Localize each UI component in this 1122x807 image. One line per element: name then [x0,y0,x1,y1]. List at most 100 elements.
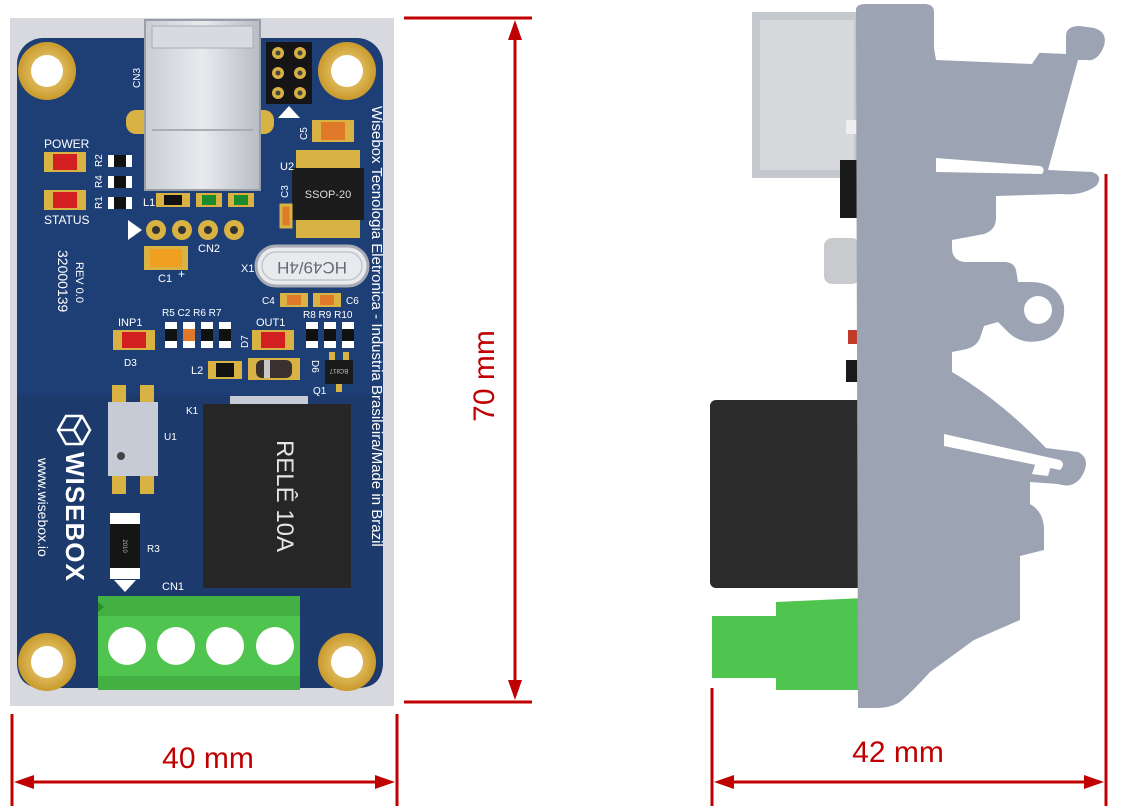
label-l1: L1 [143,197,155,209]
pin1-marker-icon [278,106,300,118]
revision-label: REV 0.0 [73,262,85,303]
label-r3: R3 [147,544,160,555]
relay-text: RELÊ 10A [271,440,298,552]
label-d7: D7 [240,335,251,348]
brand-name: WISEBOX [60,452,90,582]
arrow-left-icon [14,775,34,789]
smd-component [228,193,254,207]
width-dimension-label: 40 mm [162,742,254,775]
capacitor-c4 [280,293,308,307]
arrow-right-icon [375,775,395,789]
resistor-r4 [108,176,132,188]
label-c3: C3 [280,185,291,198]
label-c5: C5 [299,127,310,140]
capacitor-c6 [313,293,341,307]
capacitor-c5 [312,120,354,142]
label-inp1: INP1 [118,317,142,329]
optocoupler-u1 [108,385,158,494]
din-rail-cutout [944,434,1063,470]
led-status [44,190,86,210]
label-r1: R1 [94,196,105,209]
label-power: POWER [44,137,90,151]
label-l2: L2 [191,365,203,377]
pin-header [266,42,312,104]
label-u2: U2 [280,161,294,173]
relay-side [710,400,866,588]
transistor-side [846,360,860,382]
resistor-r2 [108,155,132,167]
label-r5-r7: R5 C2 R6 R7 [162,308,222,319]
side-dimensions: 42 mm [710,174,1108,806]
label-x1: X1 [241,263,254,275]
crystal-x1 [254,244,370,288]
front-dimensions: 70 mm 40 mm [10,16,532,806]
website-url: www.wisebox.io [35,457,51,557]
ic-u2 [292,150,364,238]
capacitor-c1 [144,246,188,270]
r3-code: 2010 [121,539,127,553]
terminal-block-side [712,598,864,690]
label-r4: R4 [94,175,105,188]
resistor-array-r5-r7 [165,322,231,348]
label-r2: R2 [94,154,105,167]
label-c4: C4 [262,296,275,307]
label-u1: U1 [164,432,177,443]
rj45-side-face [760,20,854,170]
label-cn3: CN3 [132,68,143,88]
height-dimension-label: 70 mm [468,330,501,422]
mounting-hole [18,42,76,100]
din-rail-cutout [936,158,1044,174]
mounting-hole [318,633,376,691]
label-c1: C1 [158,273,172,285]
arrow-right-icon [1084,775,1104,789]
wisebox-logo-icon [56,414,92,446]
diode-d6 [248,358,300,380]
arrow-up-icon [508,20,522,40]
din-rail-hole [1024,296,1052,324]
crystal-side [824,238,860,284]
crystal-text: HC49/4H [277,258,347,277]
label-k1: K1 [186,406,199,417]
label-cn2: CN2 [198,243,220,255]
resistor-r1 [108,197,132,209]
led-side [848,330,858,344]
capacitor-c3 [279,203,293,229]
q1-code: BC817 [329,367,348,373]
label-plus: + [178,267,185,281]
arrow-left-icon [714,775,734,789]
label-r8-r10: R8 R9 R10 [303,310,353,321]
inductor-l2 [208,361,242,379]
ic-u2-text: SSOP-20 [305,189,351,201]
smd-component [196,193,222,207]
din-rail-cutout [1032,462,1052,476]
transistor-q1 [325,352,353,392]
label-q1: Q1 [313,386,327,397]
relay-k1 [203,396,351,588]
connector-cn2 [146,220,244,240]
terminal-block-cn1 [98,596,300,690]
side-width-dimension-label: 42 mm [852,736,944,769]
mounting-hole [18,633,76,691]
led-power [44,152,86,172]
label-out1: OUT1 [256,317,285,329]
resistor-r3 [110,513,140,579]
front-view: CN3 C5 SSOP-20 U2 C3 POWER [10,18,394,706]
label-d3: D3 [124,358,137,369]
led-d3 [113,330,155,350]
resistor-array-r8-r10 [306,322,354,348]
rj45-connector [126,19,274,191]
cn2-marker-icon [128,220,142,240]
label-cn1: CN1 [162,581,184,593]
inductor-l1 [156,193,190,207]
part-number: 32000139 [55,250,71,313]
label-d6: D6 [309,360,320,373]
company-text: Wisebox Tecnologia Eletronica - Industri… [368,106,385,547]
arrow-down-icon [508,680,522,700]
side-view [710,4,1105,708]
label-status: STATUS [44,213,90,227]
din-rail-housing [856,4,1105,708]
label-c6: C6 [346,296,359,307]
mounting-hole [318,42,376,100]
din-rail-cutout [934,48,1040,64]
